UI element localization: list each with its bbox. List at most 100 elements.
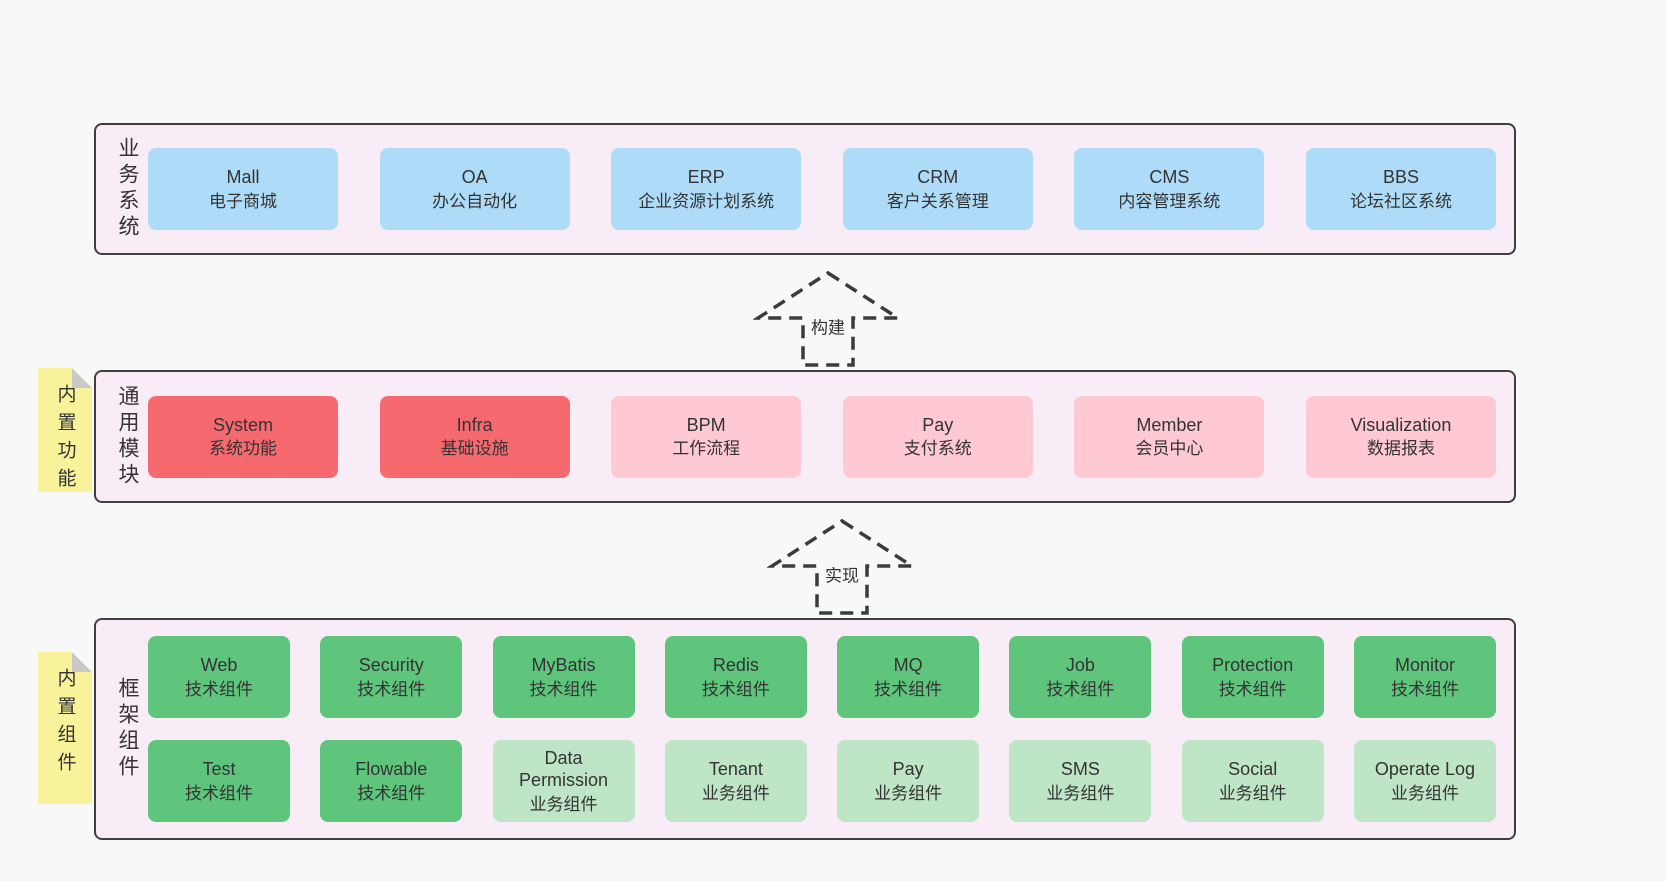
box-subtitle: 内容管理系统	[1118, 191, 1221, 211]
box-mybatis: MyBatis 技术组件	[492, 636, 635, 718]
folded-corner-icon	[72, 368, 92, 388]
box-system: System 系统功能	[148, 395, 338, 478]
box-title: Protection	[1212, 655, 1294, 676]
arrow-build: 构建	[753, 268, 903, 368]
up-arrow-icon	[753, 270, 903, 367]
box-subtitle: 技术组件	[529, 679, 598, 699]
box-subtitle: 业务组件	[874, 783, 943, 803]
business-boxes-row: Mall 电子商城 OA 办公自动化 ERP 企业资源计划系统 CRM 客户关系…	[142, 148, 1514, 230]
box-title: BPM	[686, 414, 726, 435]
box-subtitle: 技术组件	[1390, 679, 1459, 699]
box-protection: Protection 技术组件	[1181, 636, 1324, 718]
arrow-implement: 实现	[767, 516, 917, 616]
arrow-label: 构建	[808, 313, 848, 339]
box-subtitle: 系统功能	[209, 439, 277, 459]
box-pay-component: Pay 业务组件	[837, 740, 980, 822]
box-erp: ERP 企业资源计划系统	[611, 148, 802, 230]
box-pay-module: Pay 支付系统	[842, 395, 1033, 478]
band-label-framework-components: 框架组件	[116, 677, 139, 781]
box-title: Test	[202, 759, 236, 780]
box-redis: Redis 技术组件	[664, 636, 807, 718]
box-bbs: BBS 论坛社区系统	[1305, 148, 1496, 230]
box-title: Visualization	[1350, 414, 1452, 435]
box-operate-log: Operate Log 业务组件	[1353, 740, 1496, 822]
box-subtitle: 技术组件	[874, 679, 943, 699]
box-title: Operate Log	[1374, 759, 1475, 780]
framework-row-2: Test 技术组件 Flowable 技术组件 Data Permission …	[148, 740, 1496, 822]
box-title: OA	[461, 167, 488, 188]
box-member: Member 会员中心	[1074, 395, 1265, 478]
box-subtitle: 技术组件	[1046, 679, 1115, 699]
box-title: Web	[200, 655, 238, 676]
band-framework-components: 框架组件 Web 技术组件 Security 技术组件 MyBatis 技术组件…	[94, 618, 1516, 840]
box-title: Monitor	[1394, 655, 1455, 676]
box-subtitle: 企业资源计划系统	[638, 191, 775, 211]
box-job: Job 技术组件	[1009, 636, 1152, 718]
sticky-note-builtin-components: 内置组件	[38, 652, 92, 804]
box-title: Mall	[226, 167, 260, 188]
box-visualization: Visualization 数据报表	[1305, 395, 1496, 478]
box-subtitle: 业务组件	[1046, 783, 1115, 803]
box-subtitle: 业务组件	[529, 794, 598, 814]
framework-row-1: Web 技术组件 Security 技术组件 MyBatis 技术组件 Redi…	[148, 636, 1496, 718]
sticky-note-label: 内置功能	[54, 384, 76, 496]
box-subtitle: 业务组件	[701, 783, 770, 803]
box-infra: Infra 基础设施	[379, 395, 570, 478]
box-oa: OA 办公自动化	[379, 148, 570, 230]
box-title: SMS	[1060, 759, 1100, 780]
box-subtitle: 业务组件	[1218, 783, 1287, 803]
box-subtitle: 客户关系管理	[886, 191, 989, 211]
box-title: Tenant	[708, 759, 763, 780]
box-mall: Mall 电子商城	[148, 148, 338, 230]
box-title: Redis	[712, 655, 759, 676]
box-tenant: Tenant 业务组件	[664, 740, 807, 822]
box-subtitle: 技术组件	[185, 679, 253, 699]
band-label-business-systems: 业务系统	[116, 137, 139, 241]
box-monitor: Monitor 技术组件	[1353, 636, 1496, 718]
box-title: Data Permission	[519, 747, 609, 791]
box-web: Web 技术组件	[148, 636, 290, 718]
box-subtitle: 支付系统	[903, 439, 972, 459]
folded-corner-icon	[72, 652, 92, 672]
module-boxes-row: System 系统功能 Infra 基础设施 BPM 工作流程 Pay 支付系统…	[142, 395, 1514, 478]
box-title: CMS	[1149, 167, 1190, 188]
box-mq: MQ 技术组件	[837, 636, 980, 718]
box-title: Job	[1065, 655, 1095, 676]
box-security: Security 技术组件	[320, 636, 463, 718]
box-test: Test 技术组件	[148, 740, 290, 822]
box-subtitle: 基础设施	[440, 439, 509, 459]
box-subtitle: 业务组件	[1390, 783, 1459, 803]
box-subtitle: 技术组件	[185, 783, 253, 803]
box-subtitle: 技术组件	[357, 783, 426, 803]
box-flowable: Flowable 技术组件	[320, 740, 463, 822]
box-bpm: BPM 工作流程	[611, 395, 802, 478]
box-title: MQ	[893, 655, 923, 676]
sticky-note-builtin-features: 内置功能	[38, 368, 92, 492]
box-title: CRM	[917, 167, 959, 188]
box-title: ERP	[687, 167, 725, 188]
box-title: MyBatis	[531, 655, 596, 676]
box-subtitle: 技术组件	[1218, 679, 1287, 699]
box-subtitle: 技术组件	[357, 679, 426, 699]
box-subtitle: 工作流程	[672, 439, 741, 459]
up-arrow-icon	[767, 518, 917, 615]
box-sms: SMS 业务组件	[1009, 740, 1152, 822]
box-title: BBS	[1382, 167, 1419, 188]
sticky-note-label: 内置组件	[54, 668, 76, 780]
box-crm: CRM 客户关系管理	[842, 148, 1033, 230]
band-label-common-modules: 通用模块	[116, 384, 139, 489]
framework-boxes-rows: Web 技术组件 Security 技术组件 MyBatis 技术组件 Redi…	[142, 636, 1514, 822]
box-title: Member	[1136, 414, 1203, 435]
box-subtitle: 数据报表	[1366, 439, 1435, 459]
box-subtitle: 办公自动化	[432, 191, 518, 211]
arrow-label: 实现	[822, 561, 862, 587]
box-title: Pay	[892, 759, 924, 780]
box-title: System	[212, 414, 273, 435]
box-data-permission: Data Permission 业务组件	[492, 740, 635, 822]
box-social: Social 业务组件	[1181, 740, 1324, 822]
box-subtitle: 技术组件	[701, 679, 770, 699]
box-title: Pay	[922, 414, 954, 435]
band-common-modules: 通用模块 System 系统功能 Infra 基础设施 BPM 工作流程 Pay…	[94, 370, 1516, 503]
box-subtitle: 论坛社区系统	[1349, 191, 1452, 211]
